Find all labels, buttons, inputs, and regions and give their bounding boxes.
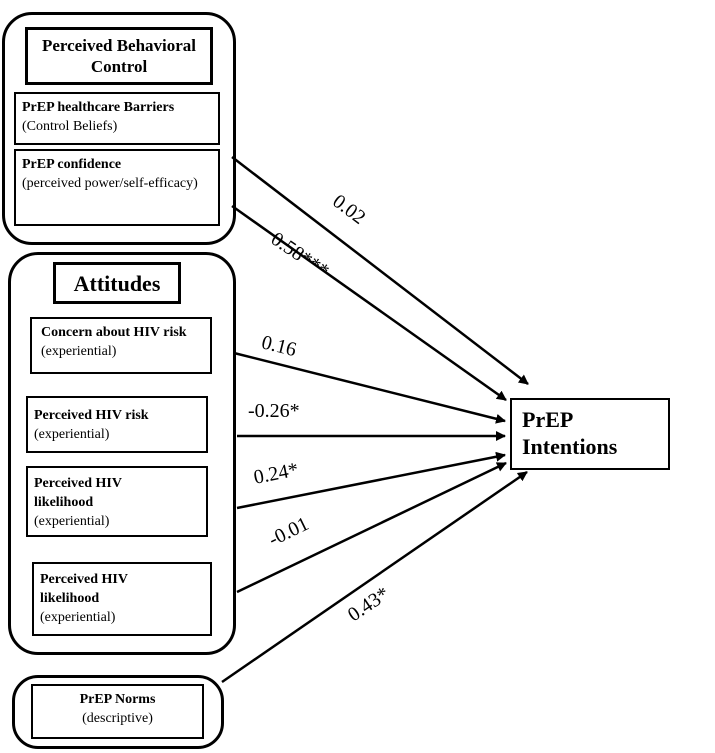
arrow-barriers-to-intentions bbox=[231, 156, 529, 385]
attitudes-item-likelihood-2: Perceived HIV likelihood (experiential) bbox=[32, 562, 212, 636]
norms-item: PrEP Norms (descriptive) bbox=[31, 684, 204, 739]
attitudes-item-risk-qualifier: (experiential) bbox=[34, 427, 110, 442]
arrow-likelihood2-to-intentions bbox=[236, 461, 507, 594]
norms-item-label: PrEP Norms bbox=[79, 692, 156, 707]
attitudes-item-risk-label: Perceived HIV risk bbox=[34, 408, 149, 423]
attitudes-item-risk: Perceived HIV risk (experiential) bbox=[26, 396, 208, 453]
coef-risk: -0.26* bbox=[248, 400, 300, 422]
pbc-item-barriers-label: PrEP healthcare Barriers bbox=[22, 100, 175, 115]
pbc-item-barriers-qualifier: (Control Beliefs) bbox=[22, 119, 118, 134]
attitudes-item-concern: Concern about HIV risk (experiential) bbox=[30, 317, 212, 374]
norms-item-qualifier: (descriptive) bbox=[82, 711, 153, 726]
attitudes-title: Attitudes bbox=[53, 262, 181, 304]
pbc-item-confidence: PrEP confidence (perceived power/self-ef… bbox=[14, 149, 220, 226]
attitudes-item-concern-qualifier: (experiential) bbox=[41, 344, 117, 359]
arrow-norms-to-intentions bbox=[221, 470, 528, 684]
attitudes-item-likelihood-1-label: Perceived HIV likelihood bbox=[34, 476, 122, 510]
pbc-title: Perceived Behavioral Control bbox=[25, 27, 213, 85]
outcome-prep-intentions: PrEP Intentions bbox=[510, 398, 670, 470]
pbc-item-confidence-label: PrEP confidence bbox=[22, 157, 122, 172]
attitudes-item-likelihood-1: Perceived HIV likelihood (experiential) bbox=[26, 466, 208, 537]
attitudes-item-likelihood-2-label: Perceived HIV likelihood bbox=[40, 572, 128, 606]
arrow-confidence-to-intentions bbox=[231, 204, 507, 402]
attitudes-item-concern-label: Concern about HIV risk bbox=[41, 325, 187, 340]
attitudes-item-likelihood-1-qualifier: (experiential) bbox=[34, 514, 110, 529]
arrow-likelihood1-to-intentions bbox=[236, 451, 506, 510]
pbc-item-confidence-qualifier: (perceived power/self-efficacy) bbox=[22, 176, 198, 191]
pbc-item-barriers: PrEP healthcare Barriers (Control Belief… bbox=[14, 92, 220, 145]
attitudes-item-likelihood-2-qualifier: (experiential) bbox=[40, 610, 116, 625]
arrow-concern-to-intentions bbox=[233, 351, 506, 424]
